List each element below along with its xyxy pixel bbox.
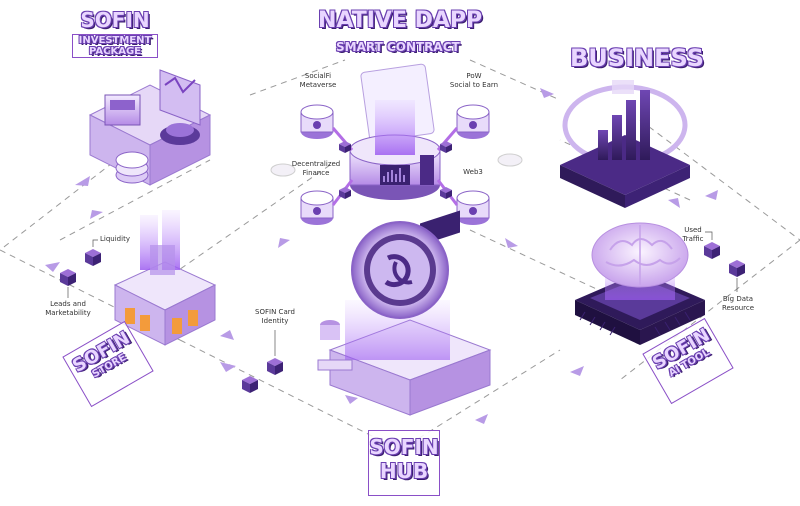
store-illustration: [113, 210, 217, 346]
investment-line1: INVESTMENT: [78, 35, 152, 46]
arrow-icon: [345, 395, 358, 404]
cube-icon: [440, 187, 452, 199]
cube-icon: [85, 249, 101, 266]
label-card-line1: SOFIN Card: [255, 308, 295, 316]
arrow-icon: [90, 210, 103, 219]
investment-brand: SOFIN: [80, 8, 150, 32]
label-socialfi: SocialFi Metaverse: [298, 72, 338, 90]
path-investment-to-hub: [249, 59, 346, 96]
arrow-icon: [705, 190, 718, 200]
label-used-traffic: Used Traffic: [680, 226, 706, 244]
label-defi-line1: Decentralized: [291, 160, 341, 168]
hub-label: SOFIN HUB: [368, 430, 440, 496]
arrow-icon: [540, 88, 554, 98]
label-defi-line2: Finance: [302, 169, 330, 177]
cube-icon: [339, 141, 351, 153]
label-big-data: Big Data Resource: [718, 295, 758, 313]
arrow-icon: [75, 176, 90, 186]
label-web3: Web3: [458, 168, 488, 177]
investment-package-illustration: [88, 69, 212, 186]
leader-lines: [67, 231, 738, 356]
label-socialfi-line2: Metaverse: [299, 81, 337, 89]
arrow-icon: [220, 362, 236, 372]
arrow-icon: [278, 238, 290, 248]
label-pow: PoW Social to Earn: [446, 72, 502, 90]
path-investment-left: [0, 94, 201, 251]
label-pow-line2: Social to Earn: [449, 81, 499, 89]
arrow-icon: [505, 238, 518, 248]
label-traffic-line2: Traffic: [682, 235, 704, 243]
smart-contract-subtitle: SMART CONTRACT: [336, 40, 460, 54]
label-card-identity: SOFIN Card Identity: [252, 308, 298, 326]
flow-arrows: [45, 88, 718, 424]
label-bigdata-line2: Resource: [721, 304, 755, 312]
cube-icon: [729, 260, 745, 277]
path-hub-diag-right: [469, 229, 621, 301]
native-dapp-title: NATIVE DAPP: [318, 8, 483, 33]
path-store-to-hub: [179, 339, 401, 451]
path-ai-right: [639, 119, 800, 241]
cube-icon: [440, 141, 452, 153]
label-card-line2: Identity: [261, 317, 289, 325]
arrow-icon: [220, 330, 234, 340]
arrow-icon: [570, 366, 584, 376]
cube-icon: [60, 269, 76, 286]
arrow-icon: [668, 198, 680, 208]
label-web3-line1: Web3: [463, 168, 483, 176]
investment-package-label: SOFIN INVESTMENT PACKAGE: [72, 8, 158, 78]
hub-line2: HUB: [379, 459, 429, 483]
pod-defi: [300, 190, 334, 225]
cube-icon: [267, 358, 283, 375]
pod-web3: [456, 190, 490, 225]
pod-socialfi: [300, 104, 334, 139]
investment-line2: PACKAGE: [88, 46, 142, 57]
cube-icon: [242, 376, 258, 393]
data-cubes: [60, 141, 745, 393]
hub-line1: SOFIN: [369, 435, 439, 459]
pod-pow: [456, 104, 490, 139]
label-liquidity: Liquidity: [98, 235, 132, 244]
label-traffic-line1: Used: [684, 226, 702, 234]
label-pow-line1: PoW: [466, 72, 482, 80]
investment-box: INVESTMENT PACKAGE: [72, 34, 158, 58]
label-bigdata-line1: Big Data: [722, 295, 754, 303]
label-leads: Leads and Marketability: [40, 300, 96, 318]
ai-tool-illustration: [575, 222, 705, 345]
arrow-icon: [475, 414, 488, 424]
smart-contract-hub-illustration: [270, 63, 523, 225]
arrow-icon: [45, 262, 60, 272]
label-defi: Decentralized Finance: [288, 160, 344, 178]
label-leads-line1: Leads and: [50, 300, 86, 308]
label-leads-line2: Marketability: [45, 309, 91, 317]
business-illustration: [560, 80, 690, 208]
label-socialfi-line1: SocialFi: [304, 72, 332, 80]
cube-icon: [704, 242, 720, 259]
path-hub-diag-left: [149, 164, 331, 291]
cube-icon: [339, 187, 351, 199]
business-title: BUSINESS: [570, 44, 704, 72]
sofin-hub-illustration: [317, 210, 492, 416]
path-hub-to-ai: [399, 349, 561, 451]
label-liquidity-line1: Liquidity: [100, 235, 130, 243]
